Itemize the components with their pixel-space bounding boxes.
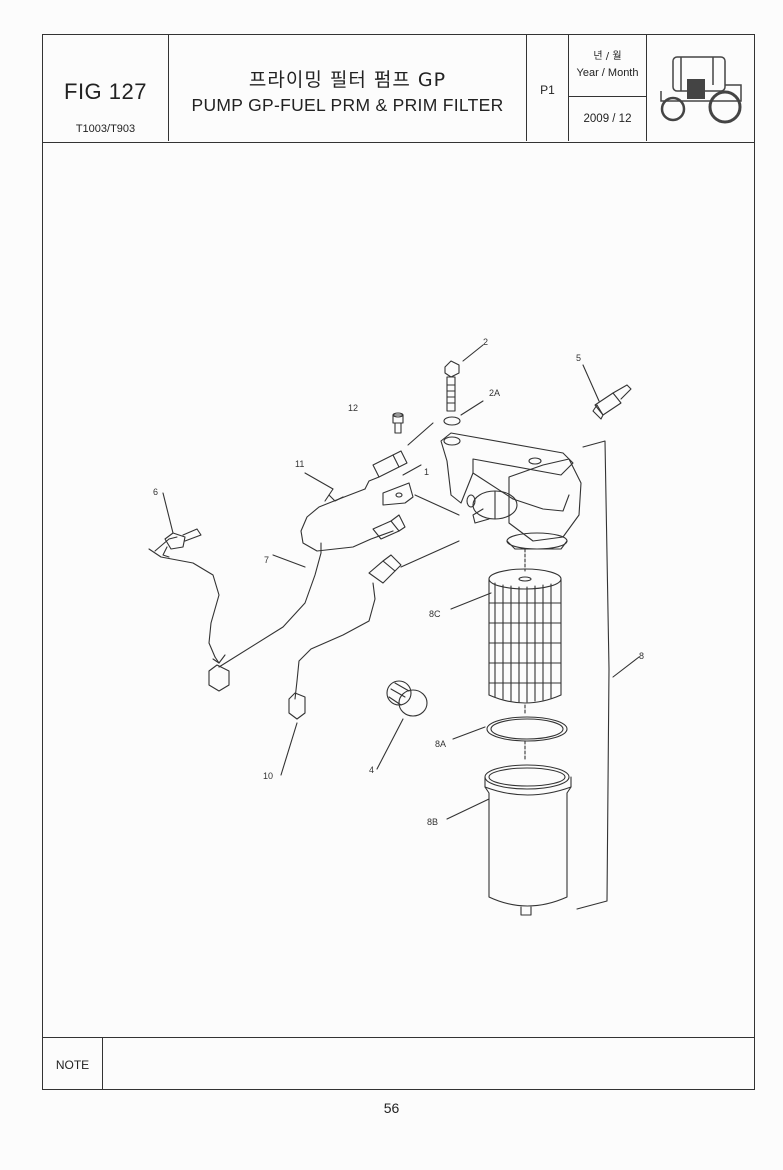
figure-cell: FIG 127 T1003/T903 [43,35,169,141]
callout-2: 2 [483,337,488,347]
hose-10 [294,582,376,700]
thumbnail-cell [647,35,754,141]
title-cell: 프라이밍 필터 펌프 GP PUMP GP-FUEL PRM & PRIM FI… [169,35,527,141]
callout-8c: 8C [429,609,441,619]
washer-part [443,416,461,426]
page-code-cell: P1 [527,35,569,141]
hose-6 [148,548,220,658]
fitting-part-10 [288,692,306,720]
filter-bowl-part [484,764,572,916]
connector-part [372,514,406,540]
hose-11 [300,488,394,552]
fitting-part-12 [392,412,404,434]
assembly-bracket-8 [576,440,610,910]
figure-number: FIG 127 [64,79,147,104]
callout-8a: 8A [435,739,446,749]
tractor-icon [660,56,742,124]
date-value: 2009 / 12 [583,113,632,125]
page-code: P1 [540,83,555,97]
title-korean: 프라이밍 필터 펌프 GP [248,69,447,91]
callout-1: 1 [424,467,429,477]
callout-6: 6 [153,487,158,497]
page-frame: FIG 127 T1003/T903 프라이밍 필터 펌프 GP PUMP GP… [42,34,755,1090]
bolt-part [444,360,460,412]
callout-8b: 8B [427,817,438,827]
filter-element-part [488,568,562,704]
fitting-part-5 [592,384,632,420]
parts-diagram: 2 2A 12 1 11 7 6 5 8C 8 8A 8B 4 10 [148,337,644,916]
date-label-english: Year / Month [576,67,639,79]
callout-2a: 2A [489,388,500,398]
o-ring-part [486,716,568,742]
page-number: 56 [383,1100,400,1116]
fitting-part-6 [162,528,202,558]
date-label-korean: 년 / 월 [593,51,622,62]
model-codes: T1003/T903 [75,123,136,135]
note-label: NOTE [43,1038,103,1090]
connector-part-upper [368,554,402,584]
filter-head-part [440,432,582,550]
callout-4: 4 [369,765,374,775]
callout-12: 12 [348,403,358,413]
date-cell: 년 / 월 Year / Month 2009 / 12 [569,35,647,141]
callout-8: 8 [639,651,644,661]
callout-7: 7 [264,555,269,565]
bracket-part [382,482,460,516]
date-label-box: 년 / 월 Year / Month [569,35,646,97]
header-table: FIG 127 T1003/T903 프라이밍 필터 펌프 GP PUMP GP… [43,35,754,143]
note-row: NOTE [43,1037,754,1090]
callout-5: 5 [576,353,581,363]
callout-11: 11 [295,459,304,469]
callout-10: 10 [263,771,273,781]
fitting-part-lower-left [208,654,230,692]
title-english: PUMP GP-FUEL PRM & PRIM FILTER [191,95,504,115]
connector-part-11 [328,450,408,502]
cap-part [386,680,428,717]
